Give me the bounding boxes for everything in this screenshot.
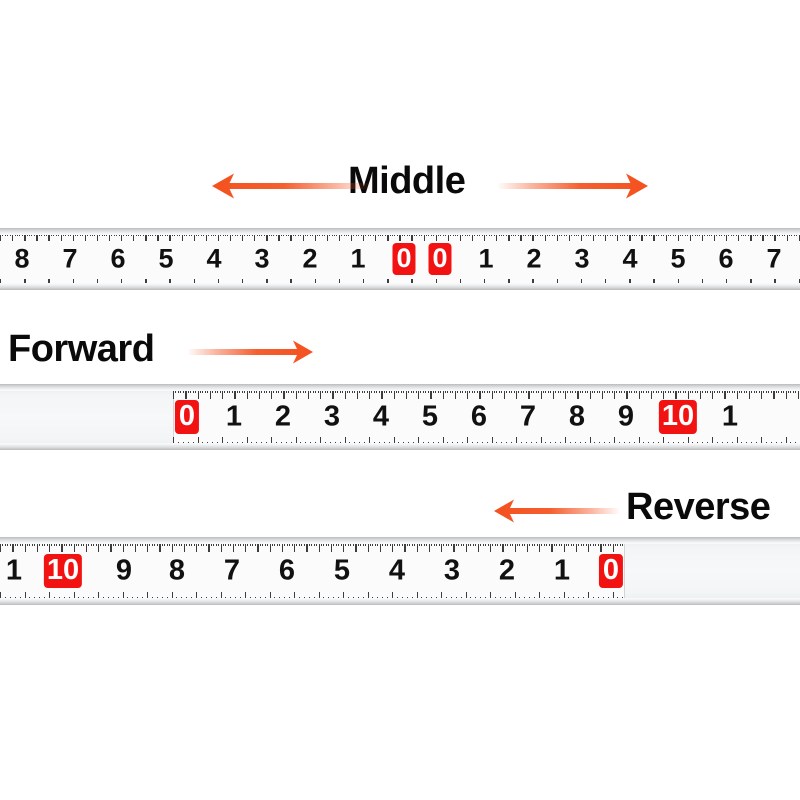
ruler-number: 9 bbox=[115, 554, 133, 587]
ruler-number: 7 bbox=[223, 554, 241, 587]
arrow-right-middle bbox=[498, 171, 648, 201]
ruler-number: 6 bbox=[718, 243, 734, 274]
arrow-left-reverse bbox=[494, 497, 619, 525]
ruler-number: 2 bbox=[498, 554, 516, 587]
ruler-number: 8 bbox=[568, 400, 586, 433]
section-label-reverse: Reverse bbox=[626, 486, 771, 528]
ruler-number: 6 bbox=[278, 554, 296, 587]
ruler-number-marker: 10 bbox=[658, 400, 698, 434]
ruler-number-marker: 0 bbox=[428, 243, 452, 275]
ruler-number: 5 bbox=[158, 243, 174, 274]
ruler-ticks-bottom bbox=[0, 592, 624, 604]
ruler-number: 5 bbox=[421, 400, 439, 433]
ruler-number: 3 bbox=[574, 243, 590, 274]
ruler-number-marker: 10 bbox=[43, 554, 83, 588]
ruler-number: 4 bbox=[622, 243, 638, 274]
ruler-number: 3 bbox=[323, 400, 341, 433]
ruler-number: 1 bbox=[225, 400, 243, 433]
ruler-number: 7 bbox=[62, 243, 78, 274]
tape-blank-right-reverse bbox=[624, 537, 800, 605]
ruler-number: 1 bbox=[553, 554, 571, 587]
ruler-number: 8 bbox=[14, 243, 30, 274]
ruler-ticks-top bbox=[0, 229, 800, 241]
ruler-ticks-bottom bbox=[0, 279, 800, 289]
ruler-number-marker: 0 bbox=[392, 243, 416, 275]
ruler-number: 6 bbox=[110, 243, 126, 274]
ruler-number-marker: 0 bbox=[598, 554, 624, 588]
arrow-right-forward bbox=[188, 338, 313, 366]
section-label-middle: Middle bbox=[348, 160, 466, 202]
ruler-number: 7 bbox=[766, 243, 782, 274]
ruler-number: 4 bbox=[388, 554, 406, 587]
ruler-number: 8 bbox=[168, 554, 186, 587]
ruler-ticks-bottom bbox=[173, 437, 800, 449]
ruler-ticks-top bbox=[173, 385, 800, 399]
ruler-number: 2 bbox=[526, 243, 542, 274]
ruler-number: 4 bbox=[206, 243, 222, 274]
arrow-left-middle bbox=[212, 171, 372, 201]
ruler-number: 2 bbox=[302, 243, 318, 274]
ruler-number-marker: 0 bbox=[174, 400, 200, 434]
ruler-ticks-top bbox=[0, 538, 624, 552]
ruler-number: 4 bbox=[372, 400, 390, 433]
ruler-number: 7 bbox=[519, 400, 537, 433]
ruler-number: 1 bbox=[5, 554, 23, 587]
ruler-number: 1 bbox=[478, 243, 494, 274]
ruler-number: 3 bbox=[254, 243, 270, 274]
ruler-number: 5 bbox=[670, 243, 686, 274]
ruler-number: 2 bbox=[274, 400, 292, 433]
ruler-number: 5 bbox=[333, 554, 351, 587]
ruler-number: 6 bbox=[470, 400, 488, 433]
ruler-number: 9 bbox=[617, 400, 635, 433]
tape-blank-left-forward bbox=[0, 384, 174, 450]
ruler-number: 1 bbox=[350, 243, 366, 274]
ruler-number: 1 bbox=[721, 400, 739, 433]
ruler-number: 3 bbox=[443, 554, 461, 587]
section-label-forward: Forward bbox=[8, 328, 155, 370]
